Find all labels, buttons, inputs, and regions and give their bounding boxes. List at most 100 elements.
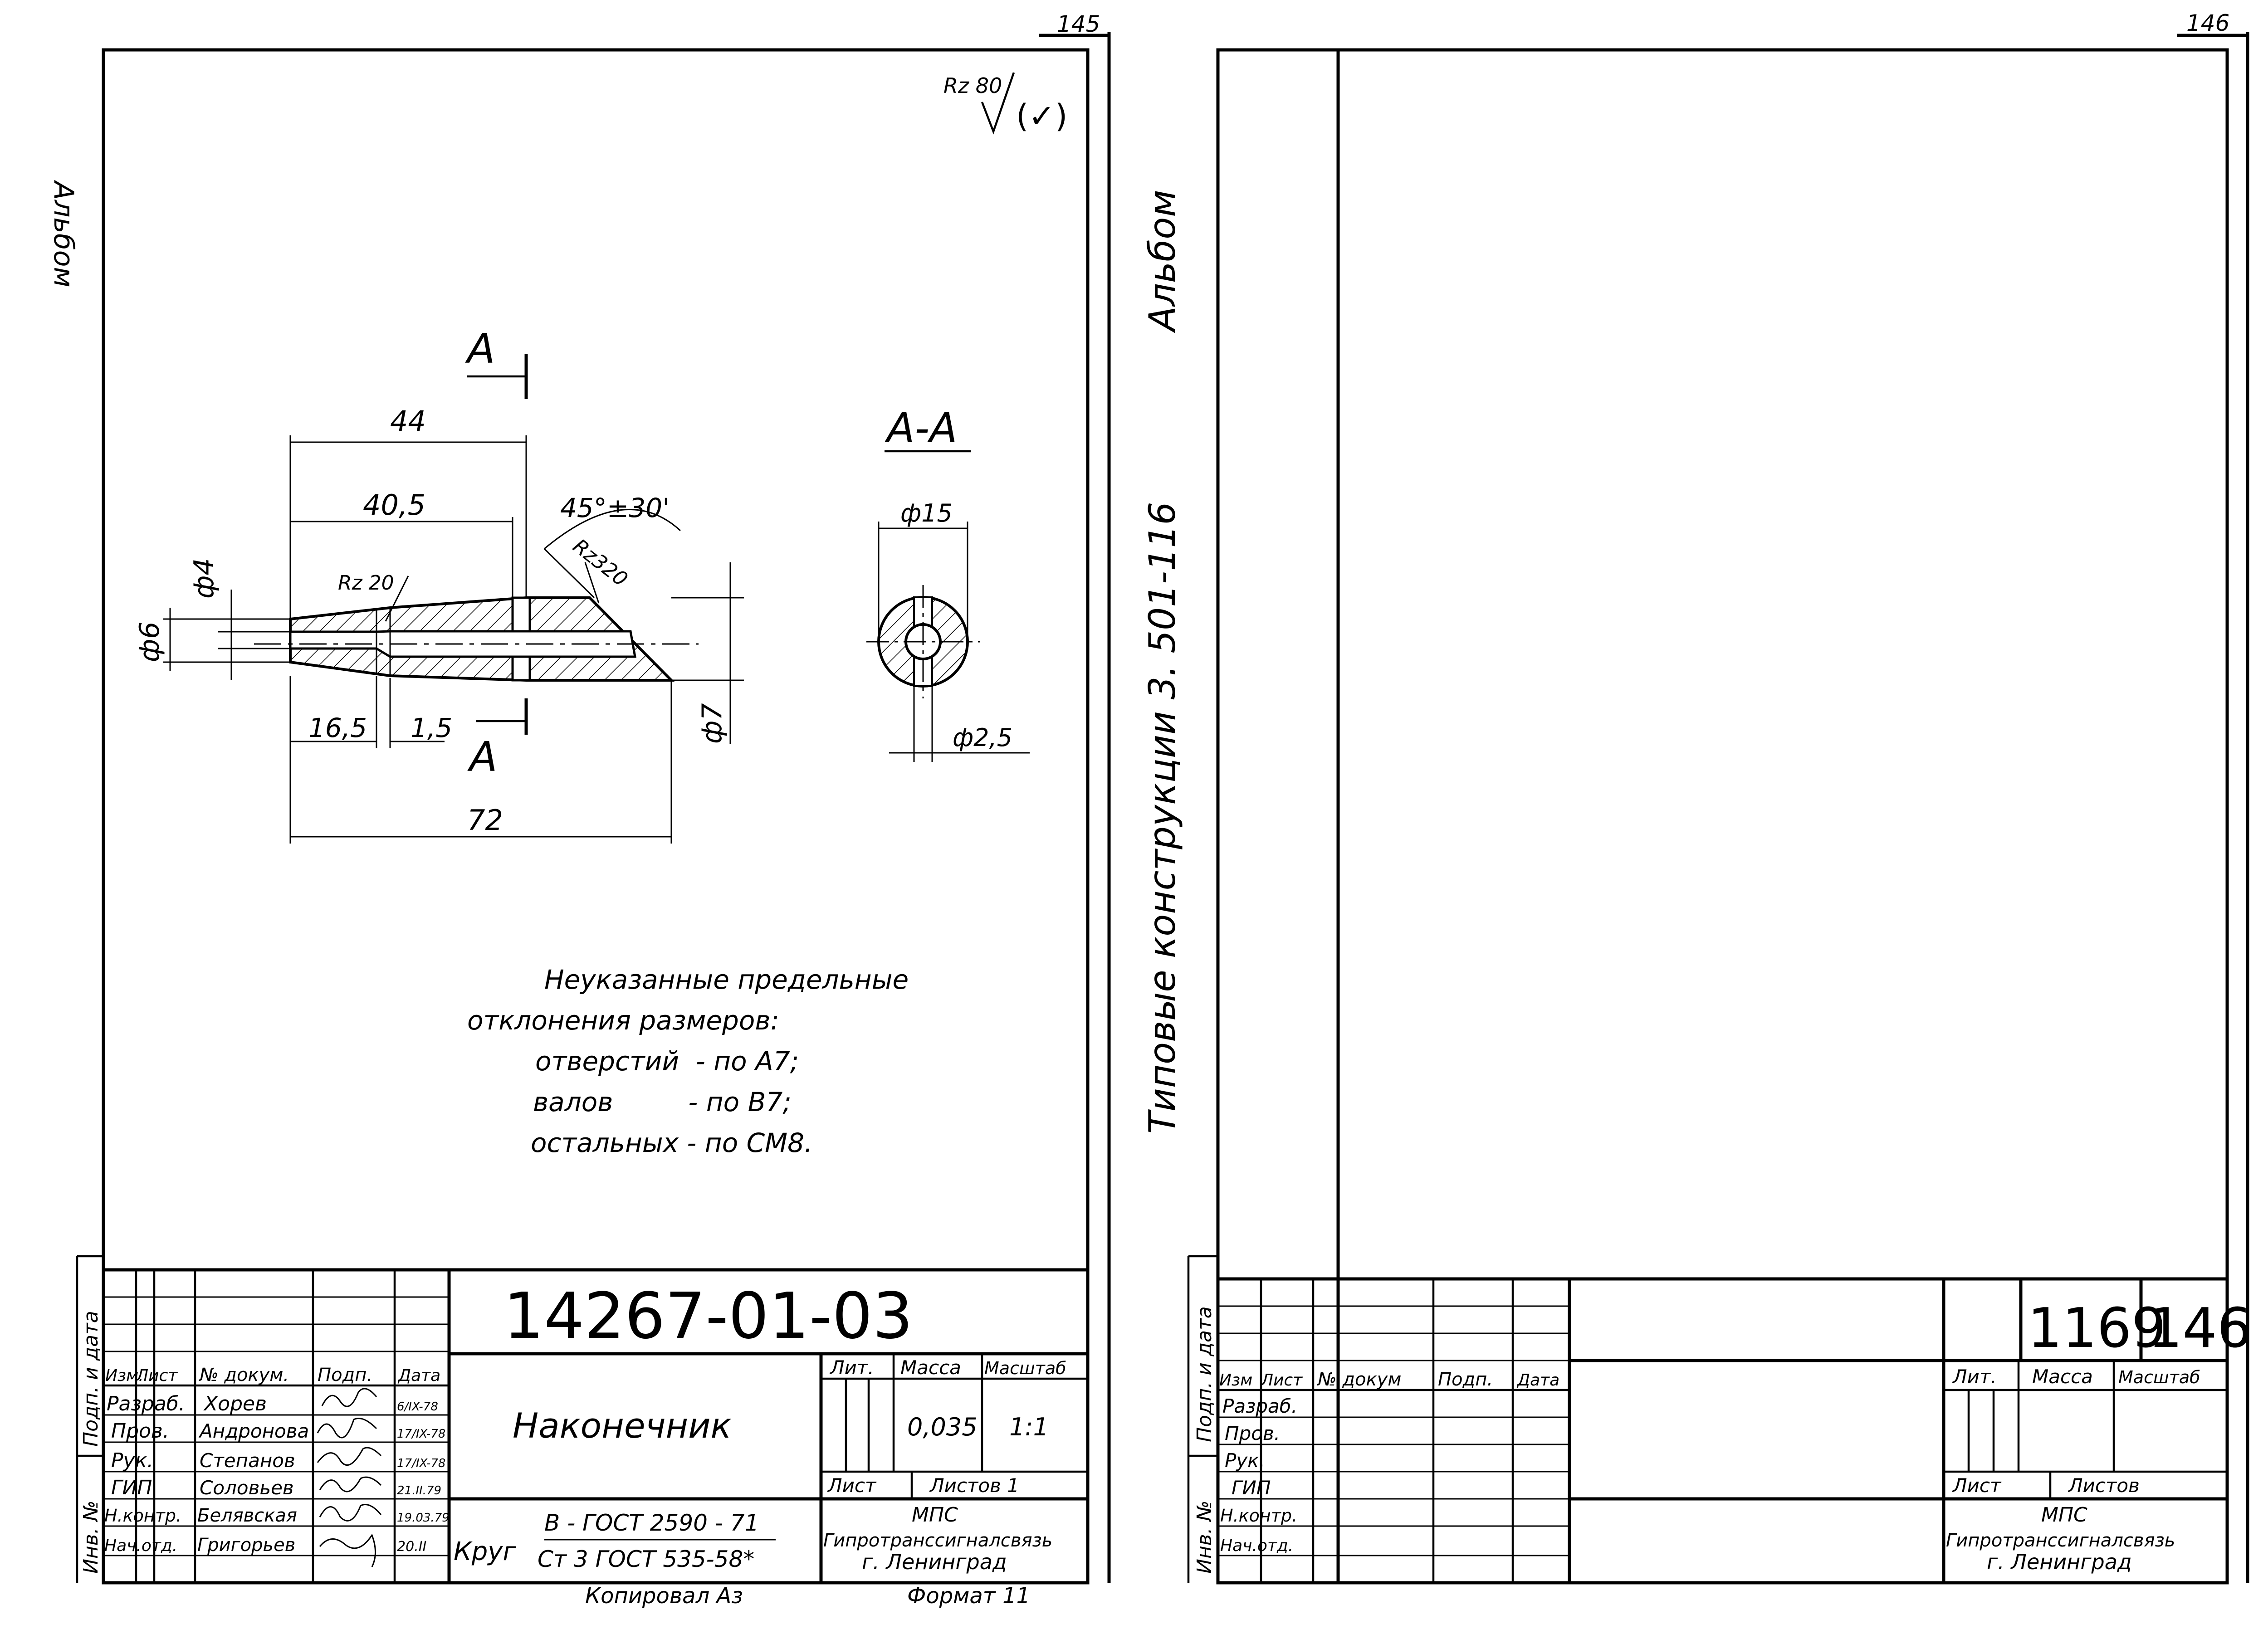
name-1: Андронова (198, 1420, 309, 1442)
role-3: ГИП (111, 1476, 152, 1499)
r-header-sign: Подп. (1438, 1369, 1493, 1390)
header-sign: Подп. (318, 1365, 372, 1385)
right-frame (1216, 48, 2229, 1585)
format-label: Формат 11 (907, 1583, 1030, 1609)
role-4: Н.контр. (104, 1506, 181, 1526)
role-1: Пров. (111, 1419, 169, 1443)
name-4: Белявская (197, 1505, 297, 1526)
roughness-check-icon: (✓) (1016, 98, 1067, 135)
roughness-symbol-main: Rz 80 (✓) (943, 72, 1067, 135)
name-3: Соловьев (200, 1477, 294, 1499)
date-2: 17/IX-78 (397, 1457, 445, 1470)
dim-72: 72 (467, 804, 503, 837)
name-2: Степанов (200, 1449, 295, 1472)
section-mark-bottom: А (467, 698, 528, 781)
role-0: Разраб. (107, 1392, 185, 1415)
nozzle-tip-drawing (254, 596, 699, 682)
right-strip-inv-label: Инв. № (1193, 1501, 1216, 1574)
r-lit-label: Лит. (1952, 1366, 1997, 1388)
right-title-block: Изм Лист № докум Подп. Дата Разраб. Пров… (1218, 1277, 2252, 1583)
dim-44: 44 (390, 405, 426, 438)
dim-phi6: ф6 (134, 622, 166, 662)
note-line-2: отклонения размеров: (467, 1005, 779, 1036)
org-line-3: г. Ленинград (862, 1550, 1007, 1574)
drawing-designation: 14267-01-03 (503, 1279, 913, 1353)
right-sheet-number: 146 (2148, 1297, 2252, 1360)
note-line-4: валов - по B7; (533, 1087, 792, 1117)
role-5: Нач.отд. (104, 1536, 177, 1555)
date-1: 17/IX-78 (397, 1427, 445, 1441)
r-role-4: Н.контр. (1220, 1506, 1297, 1526)
left-title-block: Изм. Лист № докум. Подп. Дата Разраб. Пр… (103, 1268, 1088, 1609)
right-page-number: 146 (2186, 10, 2229, 36)
signatures (317, 1388, 382, 1567)
side-album-label: Альбом (1141, 190, 1183, 333)
section-a-a: А-А ф15 ф2,5 (866, 405, 1030, 762)
r-header-doc: № докум (1317, 1369, 1401, 1390)
lit-label: Лит. (829, 1356, 874, 1379)
date-3: 21.II.79 (397, 1484, 441, 1497)
r-header-date: Дата (1516, 1371, 1559, 1390)
r-role-3: ГИП (1232, 1477, 1271, 1499)
r-sheets-label: Листов (2068, 1474, 2140, 1497)
roughness-main-label: Rz 80 (943, 73, 1002, 98)
section-title: А-А (885, 405, 958, 452)
org-line-1: МПС (912, 1503, 958, 1527)
r-role-0: Разраб. (1222, 1395, 1297, 1417)
r-role-5: Нач.отд. (1220, 1536, 1293, 1555)
material-line-1: В - ГОСТ 2590 - 71 (544, 1510, 759, 1536)
r-org-line-1: МПС (2041, 1503, 2087, 1527)
dim-40-5: 40,5 (363, 488, 425, 522)
mass-value: 0,035 (907, 1413, 978, 1441)
dim-1-5: 1,5 (411, 712, 452, 743)
note-line-5: остальных - по CM8. (531, 1127, 813, 1158)
sheet-label: Лист (827, 1474, 877, 1497)
material-label: Круг (454, 1537, 516, 1566)
scale-value: 1:1 (1009, 1413, 1049, 1441)
header-doc: № докум. (199, 1365, 289, 1385)
dimension-lines: 44 40,5 45°±30' Rz320 Rz 20 ф4 ф6 (134, 405, 744, 844)
left-strip-sign-label: Подп. и дата (79, 1311, 103, 1447)
side-series-label: Типовые конструкции 3. 501-116 (1141, 502, 1183, 1134)
mass-label: Масса (900, 1356, 961, 1379)
left-sheet: 145 Rz 80 (✓) А А (76, 11, 1111, 1609)
right-album-number: 1169 (2028, 1297, 2166, 1360)
date-5: 20.II (397, 1539, 427, 1555)
left-margin-strip: Подп. и дата Инв. № (76, 1255, 103, 1583)
scale-label: Масштаб (984, 1358, 1066, 1378)
date-4: 19.03.79 (397, 1511, 450, 1525)
dim-phi7: ф7 (696, 703, 728, 744)
dim-rz20: Rz 20 (338, 571, 394, 595)
dim-phi2-5: ф2,5 (953, 723, 1012, 752)
r-header-list: Лист (1260, 1371, 1303, 1390)
section-mark-a-top: А (465, 325, 495, 373)
left-edge-album-label: Альбом (48, 180, 79, 288)
r-header-izm: Изм (1219, 1371, 1252, 1390)
r-org-line-3: г. Ленинград (1987, 1550, 2132, 1574)
section-mark-top: А (465, 325, 528, 399)
r-sheet-label: Лист (1952, 1474, 2002, 1497)
role-2: Рук. (111, 1449, 153, 1472)
header-izm: Изм. (105, 1366, 144, 1385)
name-5: Григорьев (197, 1535, 295, 1556)
r-mass-label: Масса (2032, 1366, 2093, 1388)
right-strip-sign-label: Подп. и дата (1193, 1306, 1216, 1442)
copied-by-label: Копировал Аз (585, 1583, 743, 1609)
r-role-1: Пров. (1225, 1422, 1280, 1444)
material-line-2: Ст 3 ГОСТ 535-58* (538, 1546, 754, 1572)
notes-block: Неуказанные предельные отклонения размер… (467, 964, 909, 1158)
sheets-label: Листов 1 (929, 1474, 1019, 1497)
org-line-2: Гипротранссигналсвязь (823, 1530, 1052, 1551)
left-strip-inv-label: Инв. № (79, 1501, 103, 1574)
header-list: Лист (135, 1366, 178, 1385)
right-sheet: 146 Альбом Типовые конструкции 3. 501-11… (1141, 10, 2252, 1585)
note-line-3: отверстий - по A7; (535, 1046, 799, 1077)
section-mark-a-bottom: А (467, 733, 498, 781)
r-org-line-2: Гипротранссигналсвязь (1946, 1530, 2175, 1551)
dim-phi4: ф4 (188, 558, 220, 599)
name-0: Хорев (203, 1392, 267, 1415)
header-date: Дата (397, 1366, 440, 1385)
r-role-2: Рук. (1225, 1449, 1265, 1472)
left-page-number: 145 (1057, 11, 1100, 37)
